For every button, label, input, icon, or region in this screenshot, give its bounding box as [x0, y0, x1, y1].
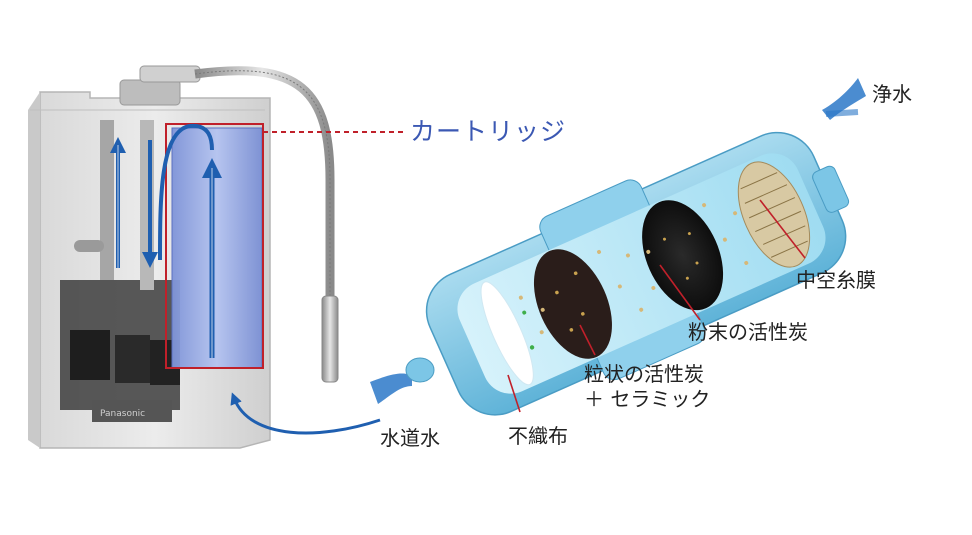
granular-carbon-layer	[533, 249, 612, 359]
granular-carbon-line1: 粒状の活性炭	[584, 362, 704, 386]
cartridge-highlight-box	[165, 123, 264, 369]
water-ionizer-unit: Panasonic	[28, 65, 404, 449]
leader-powder-carbon	[659, 264, 701, 321]
water-stream-icon	[822, 78, 866, 120]
leader-nonwoven	[507, 374, 521, 413]
granular-carbon-label: 粒状の活性炭 ＋ セラミック	[584, 362, 710, 412]
nonwoven-layer	[480, 281, 534, 386]
cartridge-cross-section	[370, 78, 866, 416]
powder-carbon-layer	[642, 200, 724, 311]
nonwoven-label: 不織布	[508, 424, 568, 448]
tap-water-label: 水道水	[380, 426, 440, 450]
water-stream-icon	[370, 373, 412, 404]
cartridge-label: カートリッジ	[410, 117, 567, 146]
brand-mark: Panasonic	[100, 409, 145, 419]
hollow-fiber-label: 中空糸膜	[796, 268, 876, 292]
loop-arrow-icon	[158, 123, 214, 261]
leader-granular-carbon	[579, 324, 596, 356]
leader-hollow-fiber	[759, 199, 806, 259]
pure-water-label: 浄水	[872, 82, 912, 106]
curved-arrow-icon	[230, 392, 381, 435]
powder-carbon-label: 粉末の活性炭	[688, 320, 808, 344]
granular-carbon-line2: ＋ セラミック	[584, 387, 711, 411]
